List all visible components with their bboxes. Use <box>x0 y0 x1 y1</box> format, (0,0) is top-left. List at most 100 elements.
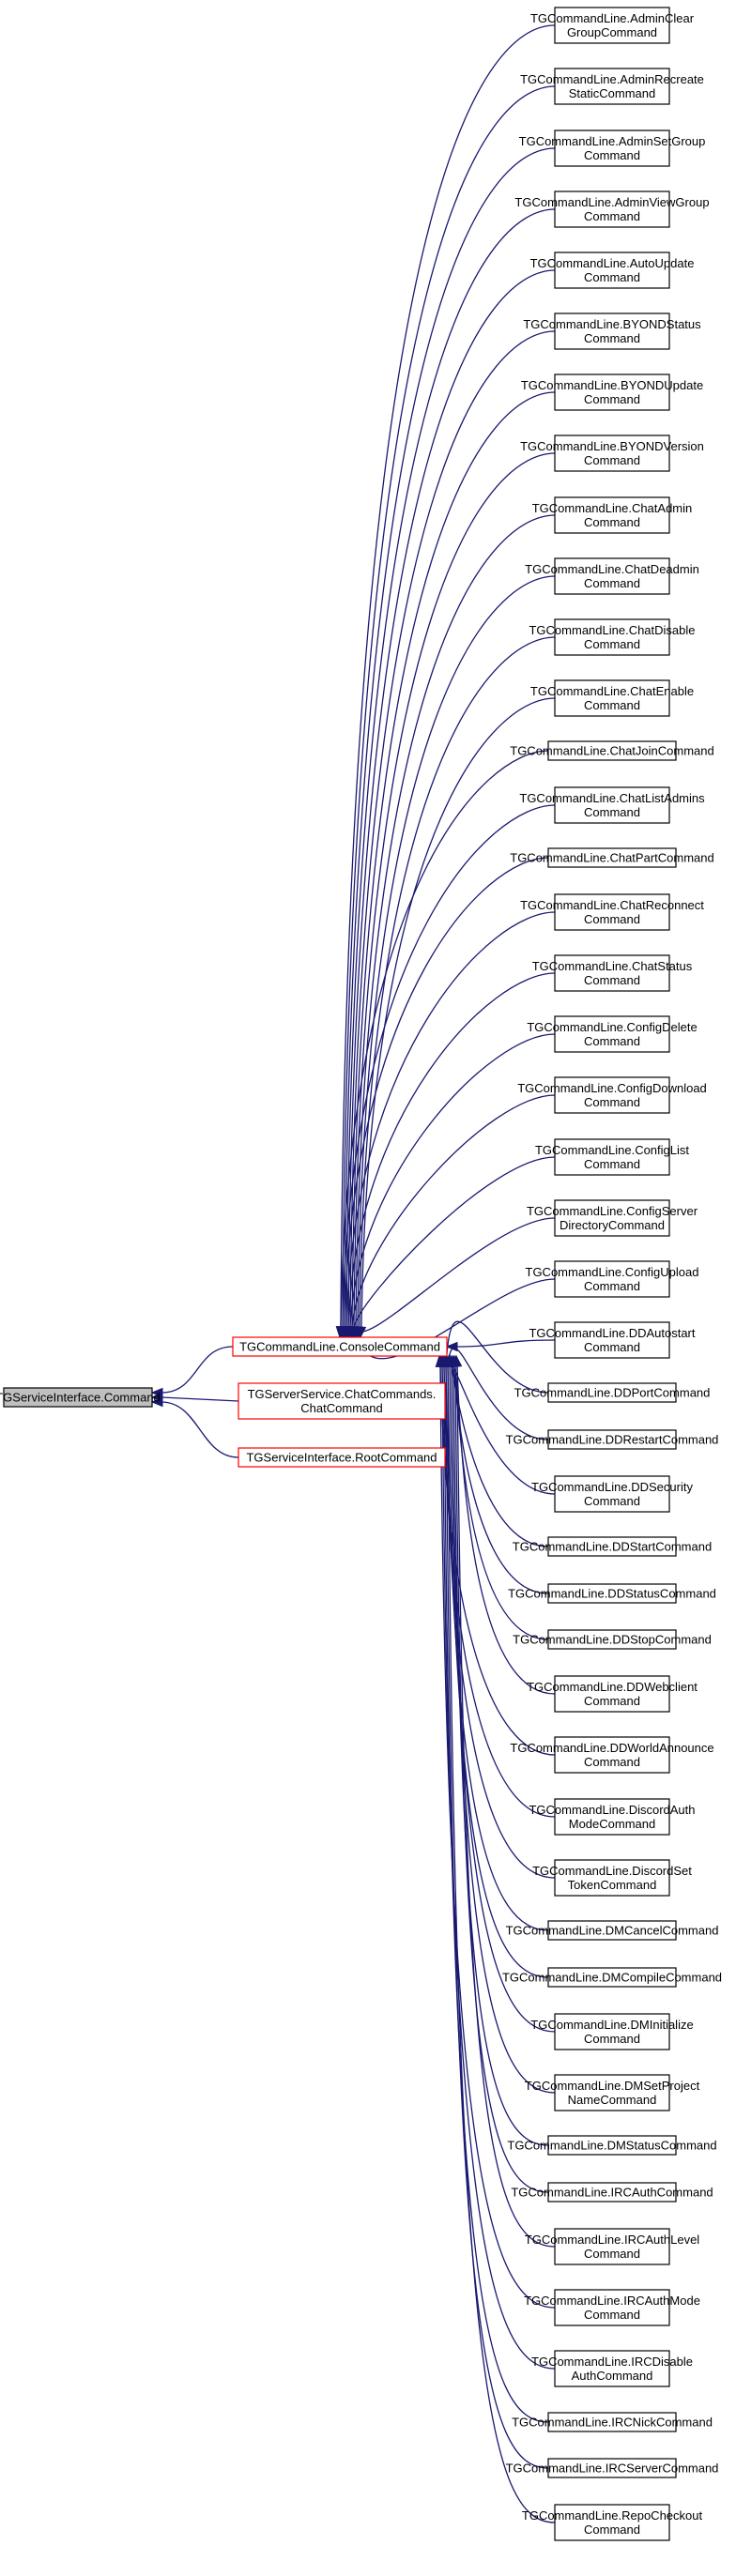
node-label: TGCommandLine.DDWebclient <box>527 1680 698 1694</box>
nodes-layer: TGServiceInterface.CommandTGCommandLine.… <box>0 7 722 2541</box>
node-label: Command <box>584 2523 640 2537</box>
node-box <box>554 68 670 105</box>
node-tgcommandline-ircauthcommand[interactable]: TGCommandLine.IRCAuthCommand <box>511 2182 713 2203</box>
node-tgserviceinterface-command[interactable]: TGServiceInterface.Command <box>0 1387 161 1408</box>
node-box <box>554 1138 670 1176</box>
node-box <box>547 1920 677 1941</box>
edge-line <box>353 1156 556 1328</box>
node-tgcommandline-chatpartcommand[interactable]: TGCommandLine.ChatPartCommand <box>510 847 714 868</box>
node-label: Command <box>584 1340 640 1354</box>
edge-line <box>441 1365 556 2370</box>
node-tgcommandline-consolecommand[interactable]: TGCommandLine.ConsoleCommand <box>232 1336 448 1357</box>
node-label: TGCommandLine.DDAutostart <box>529 1326 695 1340</box>
node-box <box>554 2504 670 2541</box>
node-label: TGCommandLine.IRCAuthLevel <box>525 2233 700 2247</box>
node-tgcommandline-chatjoincommand[interactable]: TGCommandLine.ChatJoinCommand <box>510 740 714 761</box>
node-tgcommandline-dmcompilecommand[interactable]: TGCommandLine.DMCompileCommand <box>502 1967 722 1988</box>
node-box <box>547 847 677 868</box>
node-box <box>554 2228 670 2265</box>
node-box <box>554 434 670 472</box>
node-label: TGCommandLine.ConfigDelete <box>527 1020 697 1034</box>
node-label: Command <box>584 453 640 467</box>
node-label: TGCommandLine.RepoCheckout <box>522 2508 703 2523</box>
node-box <box>554 1076 670 1114</box>
edge-line <box>340 750 549 1328</box>
node-tgcommandline-configserverdirectorycommand[interactable]: TGCommandLine.ConfigServerDirectoryComma… <box>527 1199 698 1237</box>
edge-arrowhead <box>452 1354 463 1367</box>
node-tgcommandline-ircservercommand[interactable]: TGCommandLine.IRCServerCommand <box>506 2458 719 2478</box>
node-tgcommandline-dmstatuscommand[interactable]: TGCommandLine.DMStatusCommand <box>507 2135 717 2156</box>
node-label: TGCommandLine.AdminRecreate <box>520 72 704 86</box>
edge-line <box>342 804 556 1328</box>
node-tgcommandline-dmcancelcommand[interactable]: TGCommandLine.DMCancelCommand <box>506 1920 719 1941</box>
node-label: TGCommandLine.ChatAdmin <box>532 501 693 515</box>
edge-leaf-14 <box>339 857 549 1339</box>
node-tgcommandline-ddportcommand[interactable]: TGCommandLine.DDPortCommand <box>514 1382 711 1403</box>
node-label: TGCommandLine.BYONDUpdate <box>521 378 703 392</box>
node-label: TGCommandLine.ChatStatus <box>532 959 693 973</box>
node-label: TGCommandLine.IRCServerCommand <box>506 2462 719 2476</box>
node-label: Command <box>584 2247 640 2261</box>
node-label: TGCommandLine.DiscordAuth <box>529 1803 695 1817</box>
edge-line <box>345 911 556 1328</box>
node-tgcommandline-ircnickcommand[interactable]: TGCommandLine.IRCNickCommand <box>512 2412 713 2432</box>
node-label: Command <box>584 1034 640 1048</box>
edge-line <box>455 1339 556 1348</box>
node-label: ChatCommand <box>300 1401 382 1415</box>
node-box <box>547 1967 677 1988</box>
edge-line <box>353 452 556 1328</box>
edge-leaf-39 <box>452 1354 556 2248</box>
node-tgcommandline-ddstartcommand[interactable]: TGCommandLine.DDStartCommand <box>513 1536 712 1557</box>
node-box <box>554 1015 670 1053</box>
node-tgcommandline-ddrestartcommand[interactable]: TGCommandLine.DDRestartCommand <box>506 1429 719 1450</box>
node-label: TGCommandLine.DDStopCommand <box>513 1633 712 1647</box>
edge-leaf-22 <box>445 1339 556 1352</box>
node-tgserviceinterface-rootcommand[interactable]: TGServiceInterface.RootCommand <box>238 1447 446 1468</box>
node-label: TGCommandLine.ChatPartCommand <box>510 851 713 865</box>
node-tgcommandline-ddstatuscommand[interactable]: TGCommandLine.DDStatusCommand <box>508 1583 716 1604</box>
node-label: AuthCommand <box>572 2369 653 2383</box>
node-label: TGCommandLine.ChatEnable <box>530 684 694 698</box>
node-box <box>238 1447 446 1468</box>
node-box <box>554 496 670 534</box>
node-tgserverservice-chatcommands-chatcommand[interactable]: TGServerService.ChatCommands.ChatCommand <box>238 1382 446 1420</box>
node-label: TGCommandLine.AdminClear <box>530 11 695 25</box>
edge-leaf-8 <box>350 514 556 1339</box>
edge-line <box>342 85 556 1328</box>
node-label: TokenCommand <box>568 1878 657 1892</box>
node-label: TGCommandLine.BYONDVersion <box>520 439 704 453</box>
node-tgcommandline-ddstopcommand[interactable]: TGCommandLine.DDStopCommand <box>513 1629 712 1650</box>
node-box <box>554 1199 670 1237</box>
